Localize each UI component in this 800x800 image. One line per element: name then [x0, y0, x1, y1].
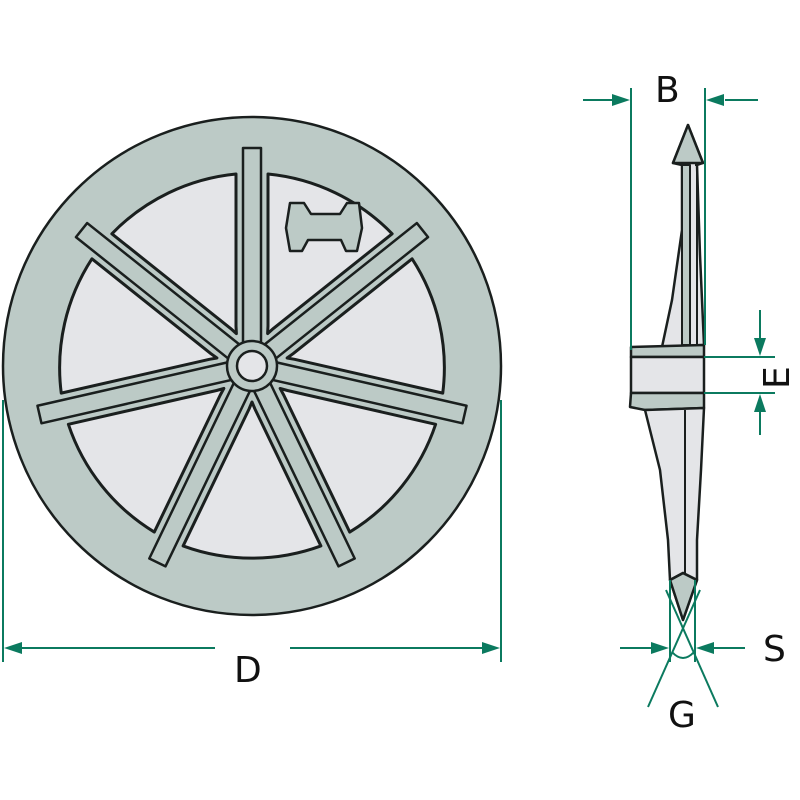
- dimension-s-g: [620, 580, 745, 708]
- label-s: S: [763, 629, 786, 670]
- wheel-side-view: [628, 123, 706, 622]
- h-logo-emblem: [284, 201, 364, 253]
- wheel-pocket: [181, 400, 323, 560]
- label-g: G: [668, 695, 696, 736]
- wheel-pocket: [278, 386, 438, 534]
- label-b: B: [655, 70, 680, 111]
- wheel-pocket: [58, 257, 219, 395]
- wheel-front-view: [1, 115, 503, 617]
- dimension-d: [2, 400, 502, 662]
- wheel-pocket: [285, 257, 446, 395]
- wheel-pocket: [110, 172, 238, 336]
- wheel-spoke: [241, 146, 263, 346]
- dimension-e: [704, 310, 775, 435]
- dimension-b: [583, 88, 758, 350]
- label-d: D: [234, 650, 262, 691]
- hub-bore: [235, 349, 269, 383]
- wheel-pocket: [66, 386, 226, 534]
- label-e: E: [757, 366, 798, 389]
